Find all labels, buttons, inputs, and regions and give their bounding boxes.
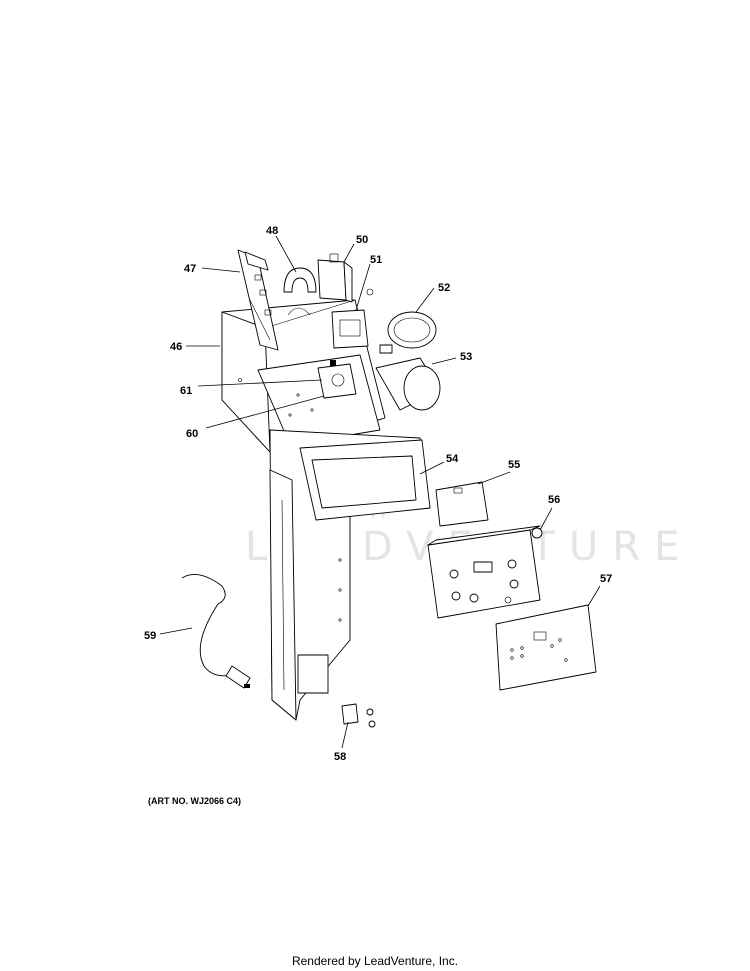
transformer xyxy=(331,288,374,349)
callout-61: 61 xyxy=(180,385,192,397)
callouts: 47 46 48 50 51 52 53 61 60 54 55 56 57 5… xyxy=(144,225,612,763)
callout-54: 54 xyxy=(446,453,459,465)
leader-lines xyxy=(159,235,601,749)
switch-assembly xyxy=(317,360,357,399)
display-lens xyxy=(435,481,489,527)
control-housing xyxy=(427,525,543,619)
callout-55: 55 xyxy=(508,459,520,471)
cable-clamp xyxy=(341,703,376,728)
callout-53: 53 xyxy=(460,351,472,363)
relay xyxy=(317,253,353,303)
footer-credit: Rendered by LeadVenture, Inc. xyxy=(291,954,459,968)
callout-48: 48 xyxy=(266,225,278,237)
grommet xyxy=(283,267,317,293)
callout-58: 58 xyxy=(334,751,346,763)
callout-52: 52 xyxy=(438,282,450,294)
circuit-board xyxy=(237,249,279,351)
callout-47: 47 xyxy=(184,263,196,275)
callout-51: 51 xyxy=(370,254,382,266)
callout-50: 50 xyxy=(356,234,368,246)
capacitor xyxy=(375,357,441,411)
capacitor-strap xyxy=(379,311,437,354)
front-panel xyxy=(269,429,431,721)
callout-60: 60 xyxy=(186,428,198,440)
callout-59: 59 xyxy=(144,630,156,642)
callout-56: 56 xyxy=(548,494,560,506)
membrane-overlay xyxy=(495,604,597,691)
callout-57: 57 xyxy=(600,573,612,585)
wire-harness xyxy=(181,573,251,689)
art-number: (ART NO. WJ2066 C4) xyxy=(148,796,242,806)
callout-46: 46 xyxy=(170,341,182,353)
